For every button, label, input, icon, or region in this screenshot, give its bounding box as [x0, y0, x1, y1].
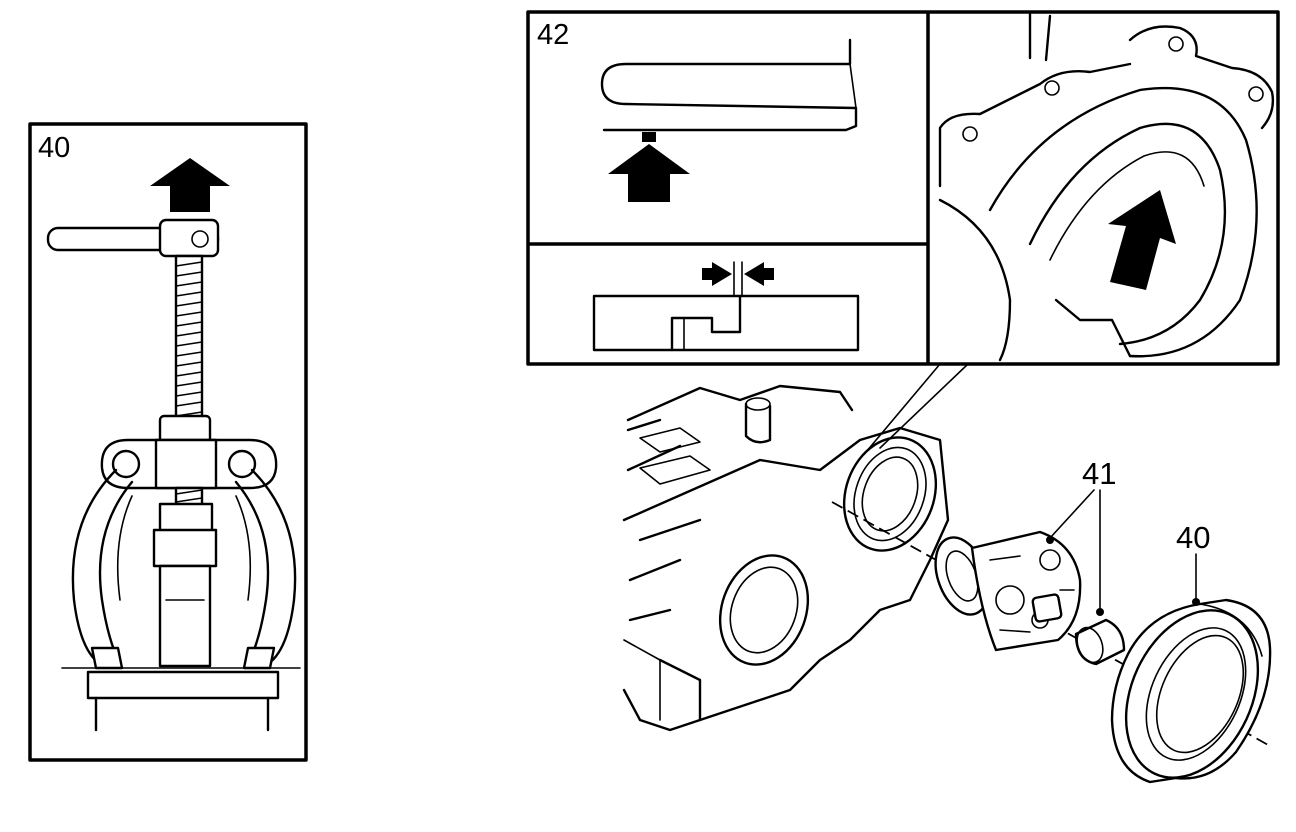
housing-base: [61, 667, 301, 732]
t-handle: [46, 218, 220, 258]
seal-callout-dot-a: [1046, 536, 1054, 544]
seal-callout-dot-b: [1096, 608, 1104, 616]
seat-direction-arrow: [1108, 190, 1176, 290]
pull-direction-arrow: [150, 158, 230, 212]
puller-panel-number: 40: [38, 132, 70, 164]
puller-panel-frame: [28, 122, 308, 762]
seal-seat-detail: [938, 12, 1275, 362]
crank-bore: [718, 554, 810, 666]
pivot-right: [227, 449, 257, 479]
puller-crossbar: [100, 438, 278, 490]
gap-arrow-right: [744, 262, 774, 286]
bearing-callout-dot: [1192, 598, 1200, 606]
press-direction-arrow: [608, 144, 690, 202]
gap-arrow-left: [702, 262, 732, 286]
bearing-ring: [1110, 598, 1272, 784]
pivot-left: [111, 449, 141, 479]
engine-cover: [622, 384, 950, 732]
depth-gauge: [592, 261, 860, 352]
seal-bore: [842, 436, 938, 552]
threaded-spindle: [174, 254, 204, 428]
bearing-callout-number: 40: [1176, 520, 1210, 555]
seal-callout-number: 41: [1082, 456, 1116, 491]
bearing-callout: 40: [1176, 520, 1210, 601]
detail-panels: 42: [526, 10, 1280, 453]
seal-callout: 41: [1049, 456, 1116, 611]
puller-panel: 40: [28, 122, 308, 762]
pressing-sleeve: [152, 502, 218, 668]
detail-panel-number: 42: [537, 19, 569, 51]
seal-assembly: [934, 530, 1082, 652]
seal-sleeve: [1074, 608, 1126, 666]
installer-tool-profile: [600, 38, 858, 202]
detail-frame: [526, 10, 1280, 366]
puller-jaws: [71, 468, 297, 670]
